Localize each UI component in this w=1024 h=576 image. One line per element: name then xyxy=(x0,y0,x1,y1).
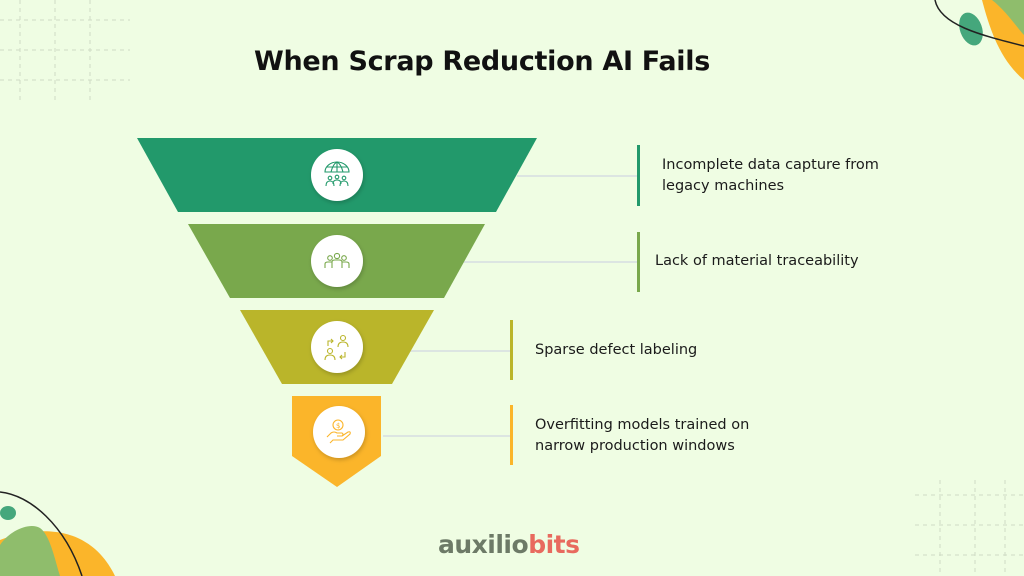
svg-text:$: $ xyxy=(336,422,340,430)
stage-1-line-1: Incomplete data capture from xyxy=(662,157,879,173)
globe-people-icon xyxy=(324,161,350,187)
team-icon xyxy=(324,252,350,268)
stage-4-text: Overfitting models trained on narrow pro… xyxy=(535,415,749,457)
logo-part-2: bits xyxy=(528,530,580,559)
people-exchange-icon xyxy=(324,334,349,361)
blob-top-right xyxy=(934,0,1024,80)
brand-logo: auxiliobits xyxy=(438,530,580,559)
grid-bottom-right xyxy=(915,480,1024,576)
hand-coin-icon: $ xyxy=(326,419,351,444)
blob-bottom-left xyxy=(0,491,115,576)
stage-1-text: Incomplete data capture from legacy mach… xyxy=(662,155,879,197)
stage-4-line-2: narrow production windows xyxy=(535,438,735,454)
stage-3-text: Sparse defect labeling xyxy=(535,342,698,358)
stage-4-line-1: Overfitting models trained on xyxy=(535,417,750,433)
page-title: When Scrap Reduction AI Fails xyxy=(254,46,710,77)
accent-bar-2 xyxy=(637,232,640,292)
stage-2-text: Lack of material traceability xyxy=(655,253,859,269)
accent-bar-3 xyxy=(510,320,513,380)
stage-1-line-2: legacy machines xyxy=(662,178,785,194)
accent-bar-1 xyxy=(637,145,640,206)
logo-part-1: auxilio xyxy=(438,530,529,559)
grid-top-left xyxy=(0,0,130,100)
accent-bar-4 xyxy=(510,405,513,465)
